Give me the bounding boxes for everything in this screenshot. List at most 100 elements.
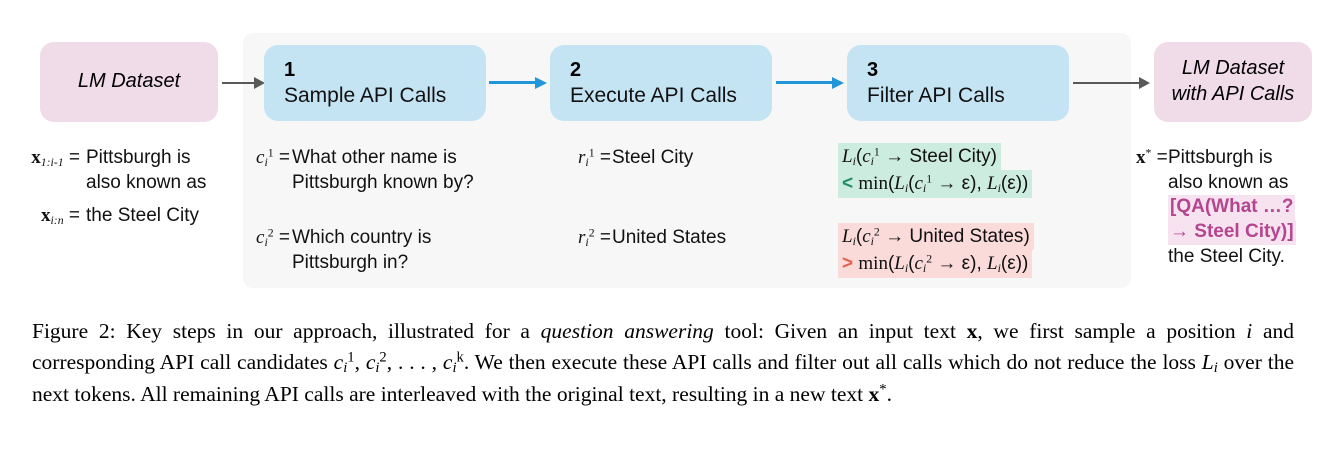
min-label: min — [858, 253, 888, 275]
figure-caption: Figure 2: Key steps in our approach, ill… — [32, 319, 1295, 406]
call-sup: 2 — [926, 252, 933, 266]
caption-part1: Key steps in our approach, illustrated f… — [115, 319, 541, 343]
filter-reject-line2: > min(Li(ci2 → ε), Li(ε)) — [838, 250, 1033, 278]
loss-symbol: L — [842, 226, 853, 247]
filter-reject-line1: Li(ci2 → United States) — [838, 223, 1034, 251]
output-eq: = — [1156, 147, 1168, 168]
input-prefix-line1: Pittsburgh is — [86, 147, 191, 168]
input-prefix-value: Pittsburgh is also known as — [80, 146, 227, 195]
candidate-1-line1: What other name is — [292, 147, 457, 168]
candidate-2-line1: Which country is — [292, 227, 432, 248]
output-sup: * — [1145, 146, 1152, 160]
step-3-label: Filter API Calls — [867, 84, 1005, 107]
candidate-1-symbol: ci1 = — [256, 146, 290, 171]
epsilon-symbol: ε — [1007, 173, 1016, 195]
caption-part5: . We then execute these API calls and fi… — [463, 350, 1202, 375]
output-value: Pittsburgh is also known as [QA(What …? … — [1162, 146, 1316, 269]
output-box-line2: with API Calls — [1171, 83, 1295, 105]
caption-math-ck: c — [442, 350, 453, 375]
output-text-equation: x* = Pittsburgh is also known as [QA(Wha… — [1136, 146, 1316, 269]
output-line2: also known as — [1168, 171, 1289, 193]
step-3-number: 3 — [867, 59, 879, 81]
caption-ck-sub: i — [452, 360, 457, 377]
caption-c1-sub: i — [343, 360, 348, 377]
caption-bold-x-1: x — [966, 319, 978, 343]
candidate-1-var: c — [256, 147, 265, 168]
result-1-sub: i — [585, 155, 589, 169]
candidate-2-symbol: ci2 = — [256, 226, 290, 251]
input-suffix-eq: = — [68, 205, 80, 226]
arrow-step3-to-output — [1073, 76, 1153, 90]
min-label: min — [858, 173, 888, 195]
step-1-number: 1 — [284, 59, 296, 81]
result-2-value: United States — [606, 226, 828, 251]
epsilon-symbol: ε — [961, 173, 971, 195]
caption-part3: , we first sample a position — [977, 319, 1247, 343]
pipeline-diagram: LM Dataset 1 Sample API Calls 2 Execute … — [22, 42, 1316, 278]
result-2-eq: = — [599, 227, 611, 248]
result-1-line1: Steel City — [612, 147, 694, 168]
step-2-number: 2 — [570, 59, 582, 81]
call-sub: i — [922, 262, 927, 276]
call-var: c — [914, 173, 923, 195]
loss-sub: i — [904, 262, 909, 276]
caption-bold-x-2: x — [868, 381, 880, 406]
call-sub: i — [870, 234, 874, 248]
caption-part4: and corresponding API call candidates — [32, 319, 1295, 375]
output-box-line1: LM Dataset — [1181, 57, 1285, 80]
loss-sub: i — [904, 182, 909, 196]
loss-sub: i — [852, 154, 856, 168]
loss-symbol: L — [842, 146, 853, 167]
input-prefix-eq: = — [68, 147, 80, 168]
epsilon-symbol: ε — [1007, 253, 1016, 275]
candidate-1-equation: ci1 = What other name is Pittsburgh know… — [256, 146, 496, 195]
loss-symbol: L — [987, 253, 998, 275]
call-sup: 2 — [873, 225, 880, 239]
lm-dataset-label: LM Dataset — [77, 70, 181, 93]
output-api-call-line2: → Steel City)] — [1168, 220, 1296, 245]
caption-math-i: i — [1246, 319, 1253, 343]
arrow-head — [254, 77, 265, 89]
loss-sub: i — [852, 234, 856, 248]
caption-part7: . — [886, 381, 892, 406]
input-suffix-sub: i:n — [50, 213, 64, 227]
filter-reject-comparator: > — [842, 253, 854, 275]
output-box-label: LM Dataset with API Calls — [1172, 56, 1295, 107]
caption-emphasis: question answering — [540, 319, 714, 343]
call-sup: 1 — [873, 145, 880, 159]
caption-part6: over the next tokens. All remaining API … — [32, 350, 1294, 406]
output-symbol: x* = — [1136, 146, 1168, 171]
result-1-var: r — [578, 147, 586, 168]
caption-ck-sup: k — [456, 350, 464, 367]
maps-to-arrow-icon: → — [937, 173, 957, 195]
input-suffix-value: the Steel City — [80, 204, 227, 229]
lm-dataset-with-api-calls-box: LM Dataset with API Calls — [1154, 42, 1312, 122]
input-suffix-var: x — [41, 205, 51, 226]
result-1-equation: ri1 = Steel City — [578, 146, 828, 171]
caption-c2-sub: i — [375, 360, 380, 377]
filter-keep-response: Steel City — [909, 146, 991, 167]
step-1-label: Sample API Calls — [284, 84, 447, 107]
result-1-sup: 1 — [588, 146, 595, 160]
candidate-2-equation: ci2 = Which country is Pittsburgh in? — [256, 226, 496, 275]
filter-keep-line1: Li(ci1 → Steel City) — [838, 143, 1001, 171]
input-suffix-equation: xi:n = the Steel City — [22, 204, 227, 229]
input-prefix-sub: 1:i-1 — [40, 155, 64, 169]
maps-to-arrow-icon: → — [937, 253, 957, 275]
candidate-1-eq: = — [278, 147, 290, 168]
arrow-head — [832, 77, 844, 89]
arrow-shaft — [489, 81, 537, 84]
step-2-box: 2 Execute API Calls — [550, 45, 772, 121]
input-prefix-symbol: x1:i-1 = — [22, 146, 80, 171]
result-2-sup: 2 — [588, 226, 595, 240]
filter-keep-comparator: < — [842, 173, 854, 195]
input-prefix-var: x — [31, 147, 41, 168]
candidate-2-sup: 2 — [267, 226, 274, 240]
caption-math-c2: c — [365, 350, 376, 375]
step-1-box: 1 Sample API Calls — [264, 45, 486, 121]
result-1-eq: = — [599, 147, 611, 168]
maps-to-arrow-icon: → — [885, 146, 905, 167]
candidate-1-sup: 1 — [267, 146, 274, 160]
arrow-shaft — [222, 82, 256, 84]
loss-sub: i — [997, 182, 1001, 196]
